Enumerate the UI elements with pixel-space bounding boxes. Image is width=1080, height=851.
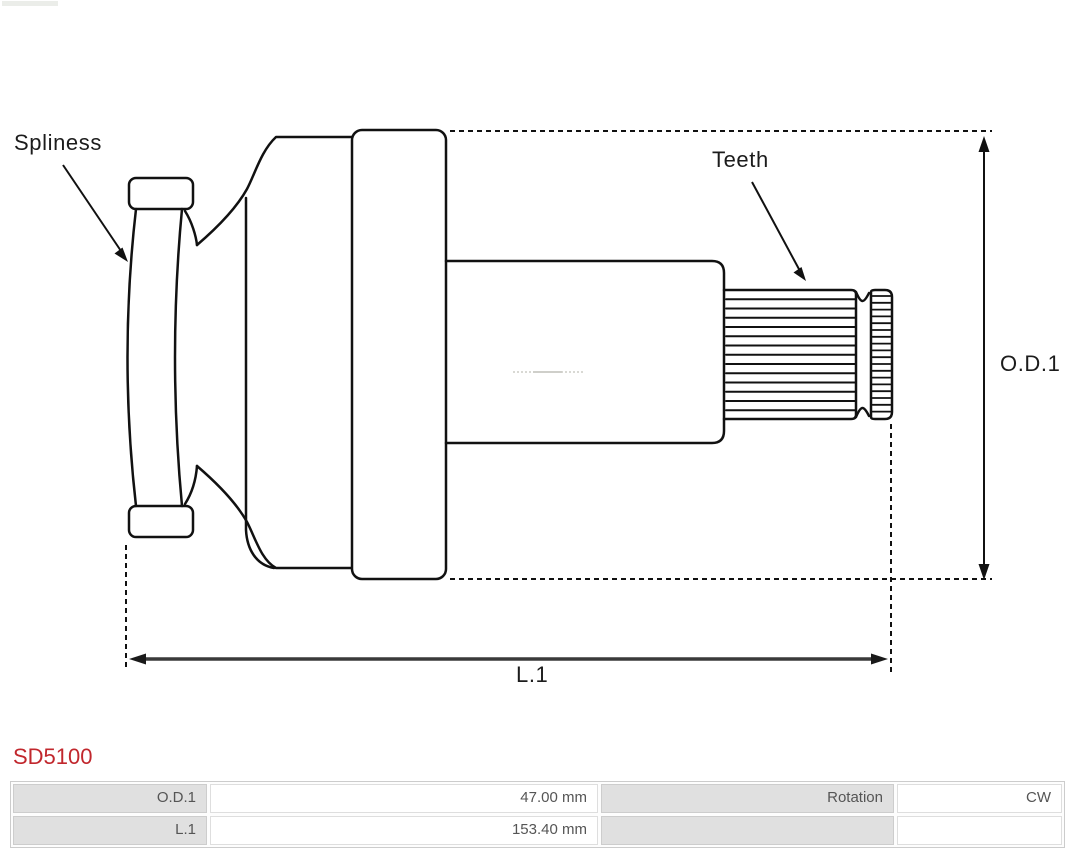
od1-arrow-down-icon <box>978 564 990 580</box>
teeth-groove-bottom <box>854 406 871 419</box>
spec-value-rotation: CW <box>897 784 1062 813</box>
callout-teeth-label: Teeth <box>712 147 769 172</box>
od1-arrow-up-icon <box>978 136 990 152</box>
spec-row: O.D.1 47.00 mm Rotation CW <box>13 784 1062 813</box>
drive-collar <box>126 176 199 539</box>
dimension-od1-label: O.D.1 <box>1000 351 1061 376</box>
spec-value-od1: 47.00 mm <box>210 784 598 813</box>
collar-rim-bottom <box>183 464 199 506</box>
pinion-cylinder <box>350 128 448 581</box>
technical-drawing <box>62 128 992 672</box>
teeth-lines-1 <box>725 298 856 412</box>
teeth-lines-2 <box>871 295 892 413</box>
spec-label-l1: L.1 <box>13 816 207 845</box>
collar-bottom-tab <box>127 504 195 539</box>
l1-arrow-right-icon <box>871 653 888 665</box>
spec-row: L.1 153.40 mm <box>13 816 1062 845</box>
cropped-logo-mark <box>2 1 58 6</box>
collar-outer-arc <box>126 207 138 508</box>
teeth-groove-top <box>854 290 871 303</box>
housing-bottom-profile <box>195 464 354 570</box>
dimension-l1-label: L.1 <box>516 662 549 687</box>
spliness-arrowhead-icon <box>114 247 128 262</box>
spline-teeth-section <box>722 288 894 421</box>
housing-top-profile <box>195 135 354 247</box>
drive-housing <box>195 135 354 570</box>
shaft <box>444 259 726 445</box>
teeth-block-2 <box>869 288 894 421</box>
callout-spliness-label: Spliness <box>14 130 102 155</box>
teeth-arrowhead-icon <box>793 267 806 281</box>
housing-back-edge <box>244 196 276 570</box>
teeth-block-1 <box>722 288 858 421</box>
spec-label-empty <box>601 816 894 845</box>
collar-inner-arc <box>173 207 184 508</box>
spliness-leader-line <box>62 164 122 252</box>
spec-table: O.D.1 47.00 mm Rotation CW L.1 153.40 mm <box>10 781 1065 848</box>
spec-value-empty <box>897 816 1062 845</box>
l1-arrow-left-icon <box>129 653 146 665</box>
collar-rim-top <box>183 209 199 247</box>
collar-top-tab <box>127 176 195 211</box>
spec-label-od1: O.D.1 <box>13 784 207 813</box>
part-number: SD5100 <box>13 744 93 769</box>
spec-value-l1: 153.40 mm <box>210 816 598 845</box>
teeth-leader-line <box>751 181 801 272</box>
spec-label-rotation: Rotation <box>601 784 894 813</box>
